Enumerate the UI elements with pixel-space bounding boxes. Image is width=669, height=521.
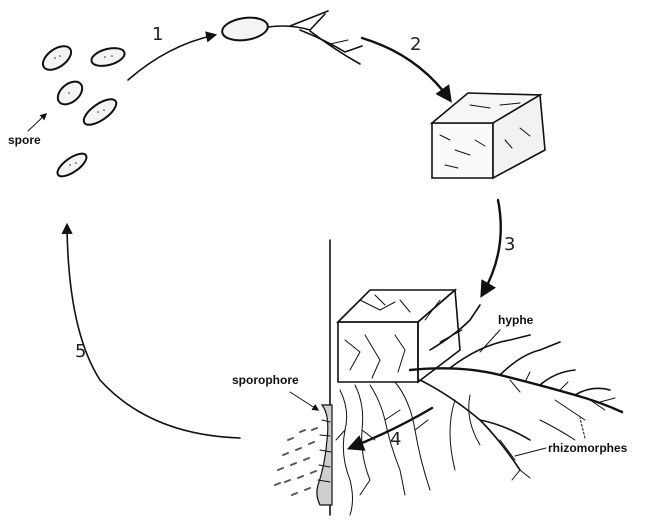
- rhizomorphes-pointer: [515, 448, 546, 456]
- hyphe-label: hyphe: [498, 313, 534, 327]
- step-5-arrow: [67, 225, 240, 438]
- spore-3: [53, 77, 86, 109]
- wood-block: [432, 93, 545, 178]
- spore-cluster: [39, 41, 127, 180]
- spore-5: [54, 150, 90, 181]
- spore-label: spore: [8, 133, 41, 147]
- germinating-spore: [221, 11, 362, 64]
- sporophore-body: [317, 405, 332, 505]
- step-1-label: 1: [152, 24, 163, 45]
- step-5-label: 5: [75, 341, 86, 362]
- step-1-arrow: [128, 35, 215, 80]
- step-3-arrow: [482, 200, 501, 295]
- spore-pointer-arrow: [28, 114, 46, 131]
- spore-2: [90, 45, 127, 69]
- sporophore-label: sporophore: [232, 373, 299, 387]
- step-2-label: 2: [410, 34, 421, 55]
- step-2-arrow: [362, 38, 450, 100]
- spore-4: [80, 95, 120, 130]
- rhizomorphes-label: rhizomorphes: [548, 441, 628, 455]
- rhizomorphes-pointer-2: [580, 418, 585, 438]
- step-3-label: 3: [504, 234, 515, 255]
- hyphe-pointer: [480, 330, 500, 352]
- spore-1: [39, 41, 76, 74]
- sporophore-pointer: [290, 392, 318, 410]
- released-spores: [275, 428, 317, 495]
- step-4-label: 4: [390, 429, 401, 450]
